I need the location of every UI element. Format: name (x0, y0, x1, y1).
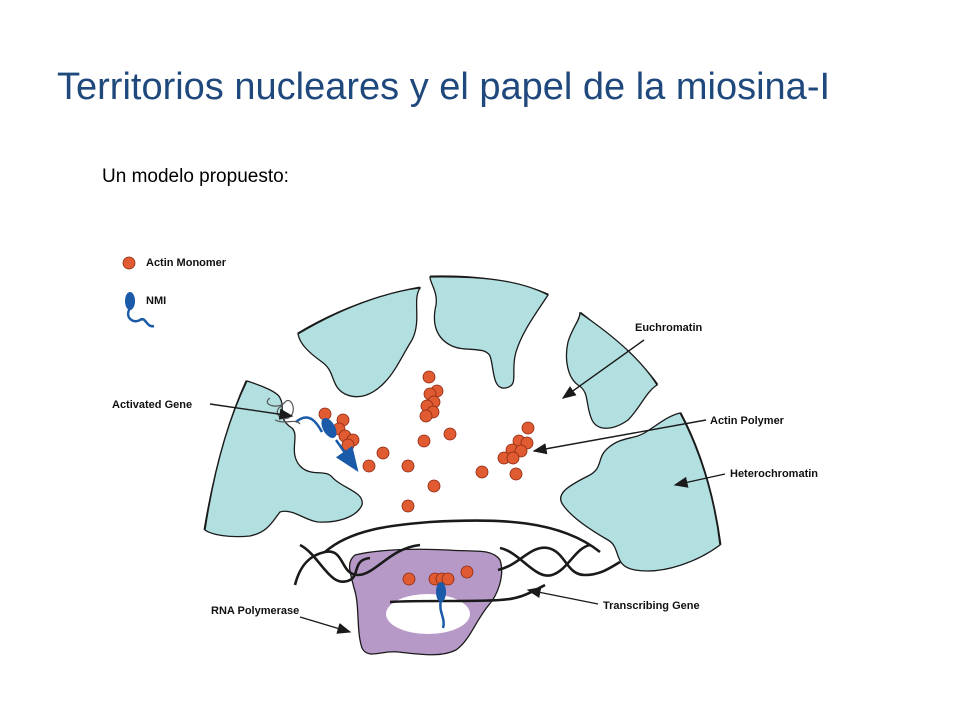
nmi-transcribing-gene (436, 582, 446, 629)
actin-monomer (362, 459, 376, 473)
slide-title: Territorios nucleares y el papel de la m… (57, 66, 831, 108)
actin-monomers (318, 370, 535, 586)
label-activated-gene: Activated Gene (112, 399, 192, 411)
label-rna-polymerase: RNA Polymerase (211, 605, 299, 617)
transcription-factory (293, 519, 621, 656)
heterochromatin-territories (204, 276, 721, 572)
label-heterochromatin: Heterochromatin (730, 468, 818, 480)
heterochromatin-top-left (297, 287, 422, 398)
actin-monomer (401, 459, 415, 473)
actin-monomer (422, 370, 436, 384)
dna-strands (293, 519, 621, 604)
actin-monomer (506, 451, 520, 465)
nmi-activated-gene (266, 397, 359, 473)
label-euchromatin: Euchromatin (635, 322, 703, 334)
legend: Actin Monomer NMI (122, 256, 227, 328)
actin-monomer (402, 572, 416, 586)
actin-monomer (514, 444, 528, 458)
actin-monomer (401, 499, 415, 513)
actin-monomer (460, 565, 474, 579)
label-transcribing-gene: Transcribing Gene (603, 600, 700, 612)
heterochromatin-top-right (565, 311, 658, 429)
callouts: Activated Gene Euchromatin Actin Polymer… (112, 322, 818, 634)
nmi-molecules (266, 397, 446, 629)
legend-actin-monomer-icon (122, 256, 136, 270)
actin-monomer (509, 467, 523, 481)
actin-monomer (427, 479, 441, 493)
legend-nmi-icon (125, 292, 155, 328)
slide-subtitle: Un modelo propuesto: (102, 166, 289, 187)
label-actin-polymer: Actin Polymer (710, 415, 785, 427)
heterochromatin-right (560, 412, 721, 572)
polymerase-hole (386, 594, 470, 634)
actin-monomer (443, 427, 457, 441)
actin-monomer (419, 409, 433, 423)
actin-monomer (376, 446, 390, 460)
actin-monomer (441, 572, 455, 586)
legend-actin-monomer-label: Actin Monomer (146, 257, 227, 269)
heterochromatin-top-center (429, 276, 549, 389)
legend-nmi-label: NMI (146, 295, 166, 307)
actin-monomer (475, 465, 489, 479)
actin-monomer (521, 421, 535, 435)
actin-monomer (417, 434, 431, 448)
